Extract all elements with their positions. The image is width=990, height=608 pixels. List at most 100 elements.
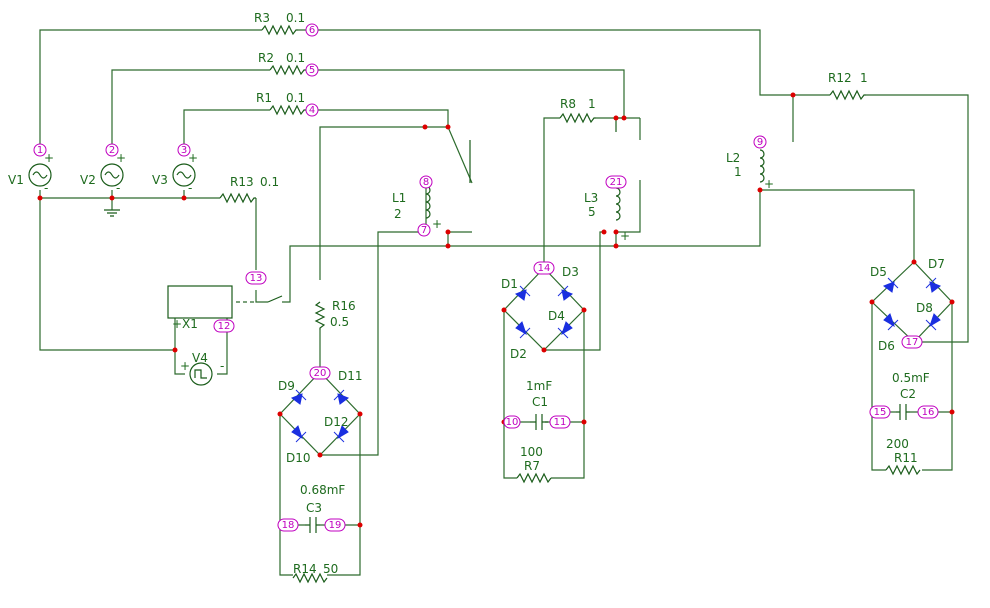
resistor-r3[interactable]: R3 0.1 (254, 11, 305, 36)
capacitor-c2[interactable]: 0.5mF C2 (892, 371, 930, 420)
node-17: 17 (901, 335, 923, 349)
svg-text:+: + (116, 151, 126, 165)
svg-text:11: 11 (554, 417, 567, 428)
diode-d8 (925, 313, 941, 331)
svg-text:100: 100 (520, 445, 543, 459)
node-13: 13 (245, 271, 267, 285)
svg-text:2: 2 (394, 207, 402, 221)
svg-text:V3: V3 (152, 173, 168, 187)
svg-text:D6: D6 (878, 339, 895, 353)
source-v1[interactable]: V1 + - (8, 151, 54, 195)
inductor-l1[interactable]: L1 2 + (392, 185, 442, 231)
resistor-r8[interactable]: R8 1 (559, 97, 596, 124)
svg-text:50: 50 (323, 562, 338, 576)
svg-text:1: 1 (860, 71, 868, 85)
svg-text:+: + (764, 177, 774, 191)
svg-text:8: 8 (423, 177, 429, 188)
svg-text:D4: D4 (548, 309, 565, 323)
diode-d6 (883, 313, 899, 331)
node-20: 20 (309, 366, 331, 380)
diode-d9 (290, 389, 307, 405)
diode-d7 (925, 277, 942, 293)
svg-text:13: 13 (250, 273, 263, 284)
svg-text:D12: D12 (324, 415, 349, 429)
svg-text:1: 1 (588, 97, 596, 111)
diode-d10 (291, 425, 307, 443)
svg-text:14: 14 (538, 263, 551, 274)
svg-text:+: + (432, 217, 442, 231)
svg-text:16: 16 (922, 407, 935, 418)
svg-text:4: 4 (309, 105, 315, 116)
capacitor-c3[interactable]: 0.68mF C3 (300, 483, 345, 533)
bridge-d5-d8[interactable]: D5 D6 D7 D8 (870, 257, 953, 353)
svg-text:L3: L3 (584, 191, 598, 205)
svg-text:1: 1 (734, 165, 742, 179)
svg-text:5: 5 (309, 65, 315, 76)
node-14: 14 (533, 261, 555, 275)
svg-text:21: 21 (610, 177, 623, 188)
resistor-r14[interactable]: R14 50 (292, 562, 338, 584)
svg-text:+: + (188, 151, 198, 165)
svg-text:5: 5 (588, 205, 596, 219)
resistor-r12[interactable]: R12 1 (828, 71, 868, 101)
svg-text:D11: D11 (338, 369, 363, 383)
node-2: 2 (105, 143, 119, 157)
source-v3[interactable]: V3 + - (152, 151, 198, 195)
node-10: 10 (503, 415, 521, 429)
resistor-r11[interactable]: 200 R11 (885, 437, 921, 476)
svg-text:R12: R12 (828, 71, 852, 85)
svg-text:-: - (116, 181, 120, 195)
svg-text:0.68mF: 0.68mF (300, 483, 345, 497)
svg-text:R16: R16 (332, 299, 356, 313)
svg-text:3: 3 (181, 145, 187, 156)
svg-text:D5: D5 (870, 265, 887, 279)
source-v4[interactable]: V4 + - (180, 351, 224, 386)
svg-text:200: 200 (886, 437, 909, 451)
svg-text:+: + (620, 229, 630, 243)
svg-text:0.1: 0.1 (286, 91, 305, 105)
svg-text:-: - (220, 359, 224, 373)
ground-icon (104, 209, 120, 217)
bridge-d9-d12[interactable]: D9 D10 D11 D12 (278, 369, 363, 465)
node-21: 21 (605, 175, 627, 189)
node-12: 12 (213, 319, 235, 333)
svg-text:R11: R11 (894, 451, 918, 465)
inductor-l2[interactable]: L2 1 + (726, 149, 774, 191)
resistor-r13[interactable]: R13 0.1 (219, 175, 279, 204)
svg-text:-: - (188, 181, 192, 195)
svg-text:R14: R14 (293, 562, 317, 576)
diode-d5 (882, 277, 899, 293)
svg-text:D1: D1 (501, 277, 518, 291)
node-9: 9 (753, 135, 767, 149)
switch-x1[interactable]: X1 + (167, 285, 283, 331)
svg-text:D8: D8 (916, 301, 933, 315)
svg-text:R2: R2 (258, 51, 274, 65)
resistor-r1[interactable]: R1 0.1 (256, 91, 306, 116)
source-v2[interactable]: V2 + - (80, 151, 126, 195)
svg-text:0.1: 0.1 (260, 175, 279, 189)
svg-text:0.1: 0.1 (286, 51, 305, 65)
bridge-d1-d4[interactable]: D1 D2 D3 D4 (501, 265, 585, 361)
resistor-r2[interactable]: R2 0.1 (258, 51, 306, 76)
inductor-l3[interactable]: L3 5 + (584, 187, 630, 243)
resistor-r16[interactable]: R16 0.5 (314, 299, 356, 330)
node-labels: 1 2 3 4 5 6 7 8 9 10 11 12 13 14 15 16 1… (33, 23, 939, 532)
svg-text:R1: R1 (256, 91, 272, 105)
node-15: 15 (869, 405, 891, 419)
svg-text:R7: R7 (524, 459, 540, 473)
node-8: 8 (419, 175, 433, 189)
svg-text:15: 15 (874, 407, 887, 418)
svg-text:1: 1 (37, 145, 43, 156)
svg-text:V4: V4 (192, 351, 208, 365)
switch-contacts (469, 118, 617, 183)
capacitor-c1[interactable]: 1mF C1 (526, 379, 552, 430)
node-5: 5 (305, 63, 319, 77)
svg-text:12: 12 (218, 321, 231, 332)
svg-text:17: 17 (906, 337, 919, 348)
svg-text:+: + (180, 359, 190, 373)
svg-text:D7: D7 (928, 257, 945, 271)
resistor-r7[interactable]: 100 R7 (516, 445, 552, 484)
node-11: 11 (549, 415, 571, 429)
svg-text:V2: V2 (80, 173, 96, 187)
